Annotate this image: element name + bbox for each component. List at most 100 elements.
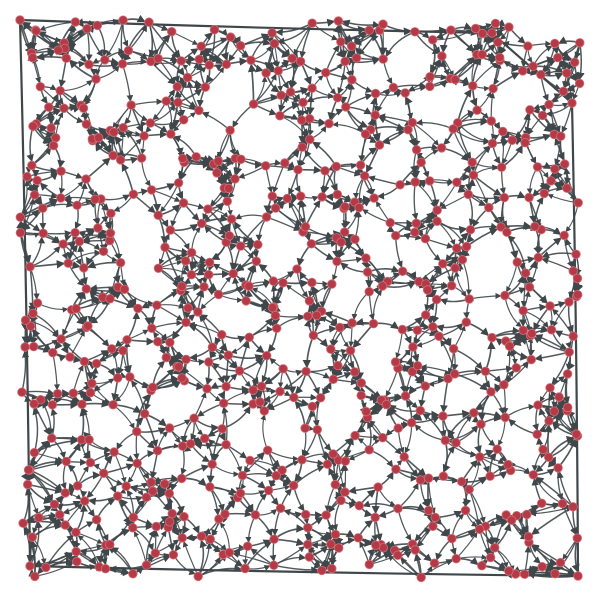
graph-node (270, 310, 281, 321)
graph-node (307, 18, 317, 28)
graph-node (55, 510, 65, 520)
graph-node (492, 444, 502, 454)
graph-node (303, 539, 313, 550)
graph-node (346, 41, 357, 51)
graph-edge (79, 407, 88, 440)
graph-edge (105, 20, 124, 57)
graph-node (105, 539, 115, 550)
graph-node (448, 124, 458, 134)
graph-node (213, 289, 224, 300)
graph-node (360, 171, 370, 181)
graph-node (428, 322, 438, 332)
graph-node (100, 564, 111, 574)
graph-node (340, 456, 351, 466)
graph-node (205, 534, 216, 545)
graph-edge (442, 445, 456, 477)
graph-node (74, 236, 85, 247)
graph-node (84, 59, 94, 70)
graph-node (226, 214, 237, 224)
graph-node (178, 198, 189, 208)
graph-node (70, 17, 81, 27)
graph-edge (26, 125, 34, 163)
graph-node (251, 256, 261, 267)
graph-node (518, 325, 528, 336)
graph-node (27, 53, 38, 63)
graph-node (199, 433, 210, 444)
graph-node (328, 449, 338, 459)
graph-node (185, 439, 196, 449)
graph-node (164, 488, 175, 499)
graph-edge (275, 207, 301, 230)
graph-node (355, 160, 366, 170)
graph-node (275, 386, 285, 397)
graph-edge (367, 175, 401, 186)
graph-node (570, 57, 580, 68)
graph-node (437, 51, 447, 61)
graph-node (499, 192, 510, 203)
graph-node (121, 481, 131, 491)
graph-node (428, 35, 438, 45)
graph-node (77, 399, 87, 410)
graph-node (334, 543, 344, 553)
graph-node (241, 296, 251, 306)
graph-node (568, 331, 578, 341)
graph-edge (541, 257, 574, 272)
graph-edge (60, 79, 93, 92)
graph-node (193, 307, 203, 317)
graph-node (304, 296, 315, 306)
graph-node (15, 212, 25, 222)
graph-node (270, 203, 281, 213)
graph-node (71, 546, 81, 557)
graph-edge (87, 260, 121, 269)
graph-node (177, 373, 187, 383)
graph-node (268, 276, 279, 286)
graph-node (267, 303, 278, 313)
graph-node (555, 557, 566, 568)
graph-node (388, 82, 399, 93)
graph-node (30, 571, 40, 582)
graph-node (153, 210, 163, 221)
graph-edge (242, 216, 268, 244)
graph-node (164, 423, 175, 433)
graph-node (312, 425, 323, 435)
graph-node (150, 548, 161, 558)
graph-node (381, 399, 392, 410)
graph-node (447, 533, 457, 544)
graph-node (179, 512, 189, 522)
graph-node (331, 161, 342, 172)
graph-node (440, 435, 451, 446)
graph-node (425, 71, 435, 82)
graph-edge (272, 162, 286, 194)
graph-node (378, 433, 388, 443)
graph-node (306, 239, 317, 249)
graph-node (248, 99, 259, 109)
graph-edge (201, 111, 231, 131)
graph-node (507, 135, 517, 146)
graph-node (451, 554, 461, 564)
graph-node (245, 455, 255, 466)
graph-node (448, 344, 459, 354)
graph-node (293, 164, 303, 175)
graph-node (22, 171, 32, 182)
graph-node (385, 217, 395, 228)
graph-node (476, 419, 486, 429)
graph-node (83, 321, 93, 331)
graph-node (209, 25, 220, 35)
graph-node (216, 330, 227, 340)
graph-node (246, 55, 256, 66)
graph-node (488, 83, 498, 94)
graph-node (109, 447, 119, 457)
graph-node (223, 183, 234, 194)
graph-node (568, 502, 578, 512)
graph-node (259, 406, 270, 416)
graph-node (333, 16, 344, 26)
graph-node (567, 98, 577, 108)
graph-node (200, 82, 211, 92)
graph-node (532, 162, 543, 172)
graph-node (278, 364, 288, 374)
graph-node (317, 565, 327, 576)
graph-node (520, 137, 530, 148)
graph-node (347, 75, 357, 85)
graph-node (500, 290, 510, 301)
graph-node (108, 400, 118, 410)
